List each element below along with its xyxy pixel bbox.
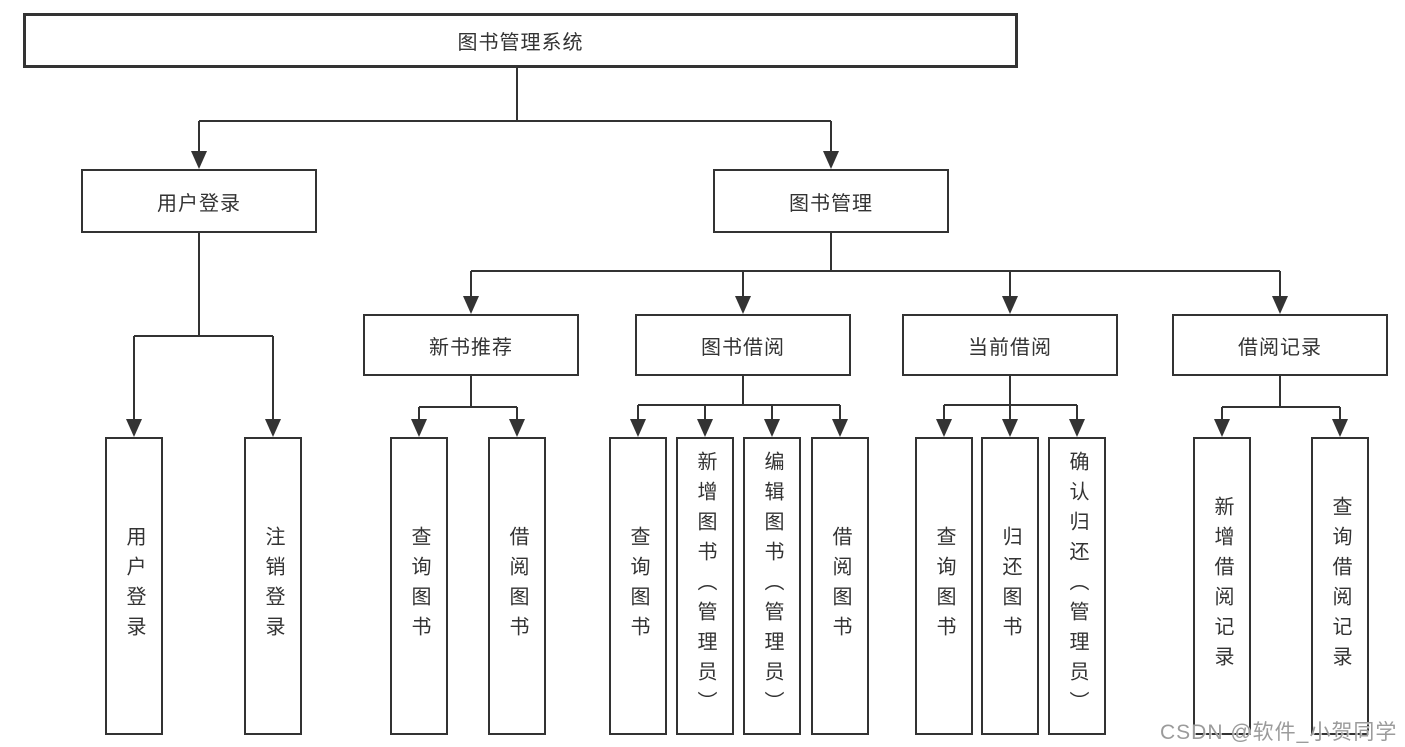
node-label: 归还图书 — [999, 526, 1021, 646]
node-label: 查询借阅记录 — [1329, 496, 1351, 676]
node-leaf-bb-edit-books-admin: 编辑图书（管理员） — [743, 437, 801, 735]
node-leaf-bb-borrow-books: 借阅图书 — [811, 437, 869, 735]
node-leaf-bb-query-books: 查询图书 — [609, 437, 667, 735]
node-label: 查询图书 — [627, 526, 649, 646]
node-label: 借阅图书 — [506, 526, 528, 646]
node-label: 借阅图书 — [829, 526, 851, 646]
node-leaf-cb-query-books: 查询图书 — [915, 437, 973, 735]
node-leaf-br-query-record: 查询借阅记录 — [1311, 437, 1369, 735]
node-leaf-bb-add-books-admin: 新增图书（管理员） — [676, 437, 734, 735]
node-current-borrowing: 当前借阅 — [902, 314, 1118, 376]
node-label: 用户登录 — [123, 526, 145, 646]
node-label: 当前借阅 — [968, 336, 1052, 359]
node-label: 查询图书 — [408, 526, 430, 646]
node-leaf-user-login: 用户登录 — [105, 437, 163, 735]
node-new-book-recommendation: 新书推荐 — [363, 314, 579, 376]
node-leaf-rec-query-books: 查询图书 — [390, 437, 448, 735]
node-label: 注销登录 — [262, 526, 284, 646]
node-book-borrowing: 图书借阅 — [635, 314, 851, 376]
node-borrowing-records: 借阅记录 — [1172, 314, 1388, 376]
node-library-management-system: 图书管理系统 — [23, 13, 1018, 68]
node-leaf-br-add-record: 新增借阅记录 — [1193, 437, 1251, 735]
node-label: 编辑图书（管理员） — [761, 451, 783, 721]
node-label: 图书管理系统 — [457, 32, 584, 54]
node-label: 查询图书 — [933, 526, 955, 646]
node-leaf-cb-confirm-return-admin: 确认归还（管理员） — [1048, 437, 1106, 735]
node-leaf-cb-return-books: 归还图书 — [981, 437, 1039, 735]
node-label: 用户登录 — [157, 192, 241, 215]
node-book-management-branch: 图书管理 — [713, 169, 949, 233]
node-label: 图书借阅 — [701, 336, 785, 359]
node-label: 借阅记录 — [1238, 336, 1322, 359]
tree-edges — [133, 68, 1341, 421]
node-label: 新增借阅记录 — [1211, 496, 1233, 676]
node-label: 图书管理 — [789, 192, 873, 215]
csdn-watermark: CSDN @软件_小贺同学 — [1160, 721, 1398, 744]
node-leaf-logout: 注销登录 — [244, 437, 302, 735]
node-leaf-rec-borrow-books: 借阅图书 — [488, 437, 546, 735]
node-user-login-branch: 用户登录 — [81, 169, 317, 233]
node-label: 新增图书（管理员） — [694, 451, 716, 721]
arrowheads — [126, 151, 1348, 437]
node-label: 新书推荐 — [429, 336, 513, 359]
node-label: 确认归还（管理员） — [1066, 451, 1088, 721]
